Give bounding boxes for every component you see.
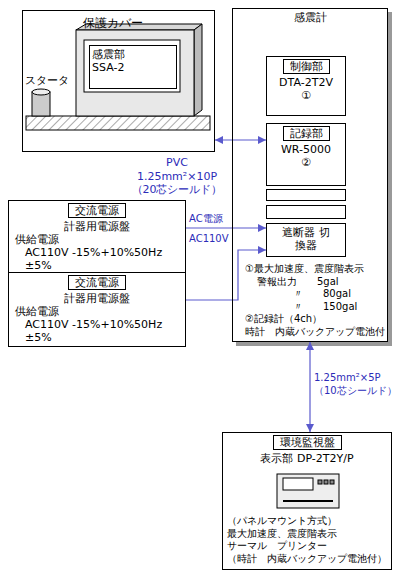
box-shadow [388, 12, 392, 346]
printer-slot [283, 500, 333, 502]
note-label: ①最大加速度、震度階表示 [245, 263, 385, 276]
panel-screen [283, 478, 313, 490]
power-box: 交流電源計器用電源盤供給電源AC110V -15%+10%50Hz ±5% [8, 272, 186, 347]
node-text: ② [269, 156, 343, 169]
note-label: 〃 80gal [293, 288, 385, 301]
cabinet-side [194, 24, 202, 116]
cable-label: PVC 1.25mm²×10P （20芯シールド） [128, 156, 226, 197]
unit-box: 遮断器 切換器 [266, 223, 346, 257]
cable-connector [215, 139, 266, 140]
node-title: 感震部 SSA-2 [92, 48, 138, 74]
node-title: 記録部 [283, 126, 330, 141]
node-title: 保護カバー [83, 17, 212, 30]
note-label: AC110V [189, 233, 231, 246]
node-title: 環境監視盤 [273, 435, 342, 450]
instrument-box: 感震計制御部 DTA-2T2V① 記録部 WR-5000② 遮断器 切換器 ①最大加速度、… [232, 8, 388, 342]
unit-box: 制御部 DTA-2T2V① [266, 56, 346, 116]
note-label: 警報出力 5gal [257, 276, 385, 289]
blank-unit [266, 189, 346, 201]
note-label: （時計 内蔵バックアップ電池付） [227, 553, 389, 566]
display-panel [277, 474, 339, 508]
note-label: サーマル プリンター [227, 540, 389, 553]
node-text: 供給電源 [11, 233, 183, 246]
note-label: 〃 150gal [293, 301, 385, 314]
node-text: ① [269, 89, 343, 102]
starter-cylinder [32, 92, 50, 116]
cable-label: AC電源 [189, 213, 231, 226]
panel-button [330, 480, 334, 484]
note-label: 時計 内蔵バックアップ電池付 [245, 326, 385, 339]
node-text: AC110V -15%+10%50Hz ±5% [11, 246, 183, 272]
node-text: WR-5000 [269, 143, 343, 156]
node-text: DTA-2T2V [269, 76, 343, 89]
cabinet-bezel [84, 40, 180, 92]
node-text: 計器用電源盤 [11, 292, 183, 305]
node-text: AC110V -15%+10%50Hz ±5% [11, 318, 183, 344]
node-title: 制御部 [283, 59, 330, 74]
node-text: 計器用電源盤 [11, 220, 183, 233]
node-title: 遮断器 切換器 [281, 226, 331, 252]
node-title: 交流電源 [68, 203, 126, 218]
note-label: （パネルマウント方式） [227, 515, 389, 528]
cable-connector [309, 342, 310, 432]
node-text: 表示部 DP-2T2Y/P [225, 452, 389, 465]
power-box: 交流電源計器用電源盤供給電源AC110V -15%+10%50Hz ±5% [8, 200, 186, 275]
node-title: 感震計 [235, 11, 385, 24]
node-title: 交流電源 [68, 275, 126, 290]
note-label: スタータ [25, 74, 73, 87]
blank-unit [266, 205, 346, 219]
cable-connector [186, 227, 266, 228]
monitor-box: 環境監視盤表示部 DP-2T2Y/P （パネルマウント方式）最大加速度、震度階表示… [222, 432, 392, 570]
note-label: 最大加速度、震度階表示 [227, 528, 389, 541]
unit-box: 記録部 WR-5000② [266, 123, 346, 186]
cable-label: 1.25mm²×5P （10芯シールド） [314, 372, 400, 397]
starter-top [32, 89, 50, 95]
sensor-box: 感震部 SSA-2 [89, 45, 177, 89]
node-text: 供給電源 [11, 305, 183, 318]
panel-buttons [318, 480, 334, 484]
cable-connector [186, 250, 266, 300]
panel-button [324, 480, 328, 484]
box-shadow [236, 342, 392, 346]
panel-button [318, 480, 322, 484]
note-label: ②記録計（4ch） [245, 313, 385, 326]
base-slab [26, 116, 210, 130]
cabinet-front [76, 30, 194, 116]
